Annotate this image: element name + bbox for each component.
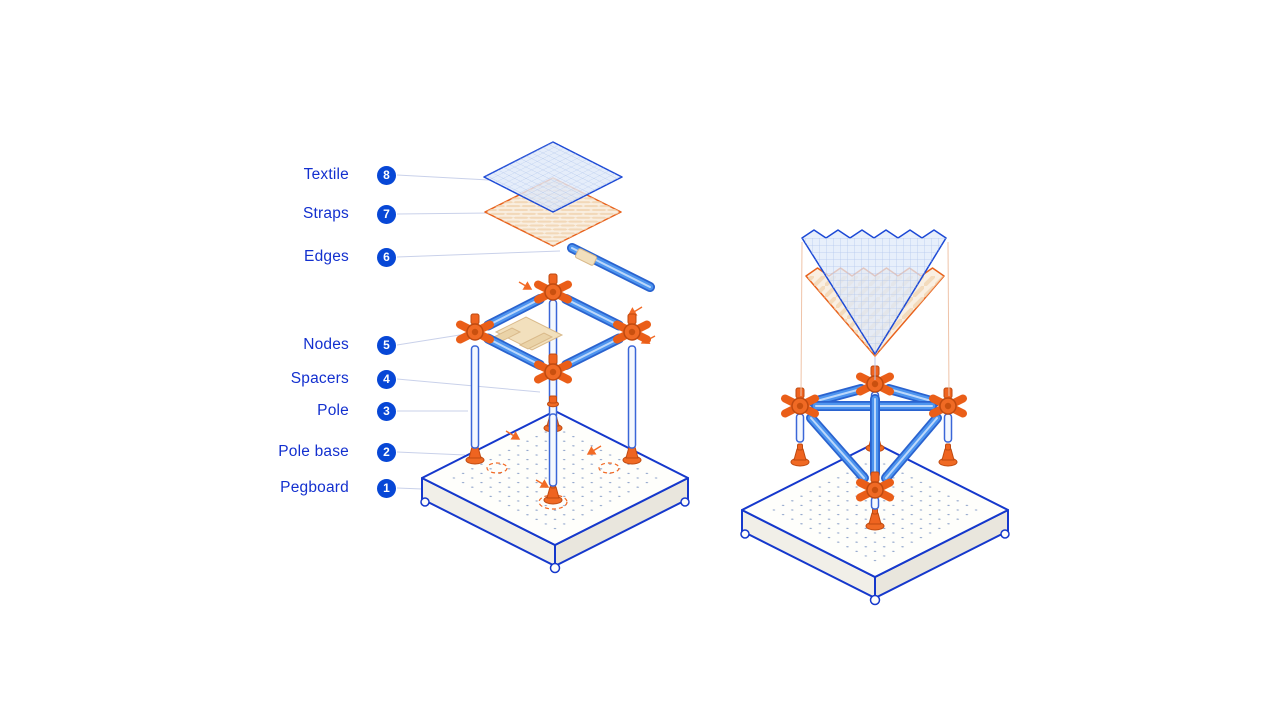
assembled-view [740,229,1010,606]
node-connector [538,274,568,300]
leader-spacers [396,378,541,393]
edge-tube [561,333,624,370]
legend-label-pegboard: Pegboard [280,479,349,496]
pole-base [790,443,810,467]
legend-badge-pegboard: 1 [377,478,396,498]
edge-tube [881,413,942,483]
legend-badge-edges: 6 [377,247,396,267]
legend-row-edges: Edges 6 [160,246,396,268]
legend-label-straps: Straps [303,205,349,222]
legend-badge-spacers: 4 [377,369,396,389]
exploded-view [420,141,690,574]
legend-label-pole-base: Pole base [278,443,349,460]
textile-layer [483,141,623,213]
leader-straps [396,212,491,215]
legend-label-edges: Edges [304,248,349,265]
edge-tube [561,294,624,331]
legend-badge-pole: 3 [377,401,396,421]
legend-label-nodes: Nodes [303,336,349,353]
node-connector [617,314,647,340]
node-connector [785,388,815,414]
pole-base [938,443,958,467]
strap-wrap [574,248,598,266]
edge-tubes-assembled [806,384,942,483]
pole [943,413,953,443]
edge-tubes-exploded [483,243,655,370]
legend-row-nodes: Nodes 5 [160,334,396,356]
legend-row-pole-base: Pole base 2 [160,441,396,463]
legend-row-pegboard: Pegboard 1 [160,477,396,499]
legend-label-textile: Textile [303,166,349,183]
leader-textile [396,174,490,181]
leader-pole-base [396,451,466,456]
node-connector [933,388,963,414]
textile-assembled [801,229,947,355]
legend-row-textile: Textile 8 [160,164,396,186]
legend-label-spacers: Spacers [290,370,349,387]
legend-badge-straps: 7 [377,204,396,224]
spacer-part [547,395,559,408]
node-connector [538,354,568,380]
leader-lines [396,174,561,491]
leader-edges [396,250,561,258]
edge-tube [483,333,545,370]
edge-tube [884,384,940,407]
legend-badge-nodes: 5 [377,335,396,355]
pole [870,496,880,510]
legend-row-spacers: Spacers 4 [160,368,396,390]
pole [548,413,558,487]
pole [470,345,480,449]
legend-label-pole: Pole [317,402,349,419]
legend-badge-textile: 8 [377,165,396,185]
hanging-guides [800,241,950,397]
pole [627,345,637,449]
edge-tube [806,413,869,483]
leader-nodes [396,333,467,346]
edge-tube [808,384,866,407]
edge-tube [483,294,545,331]
legend-badge-pole-base: 2 [377,442,396,462]
node-connector [460,314,490,340]
legend-row-pole: Pole 3 [160,400,396,422]
legend-row-straps: Straps 7 [160,203,396,225]
folded-textile-sheet [486,316,564,351]
pole [795,413,805,443]
